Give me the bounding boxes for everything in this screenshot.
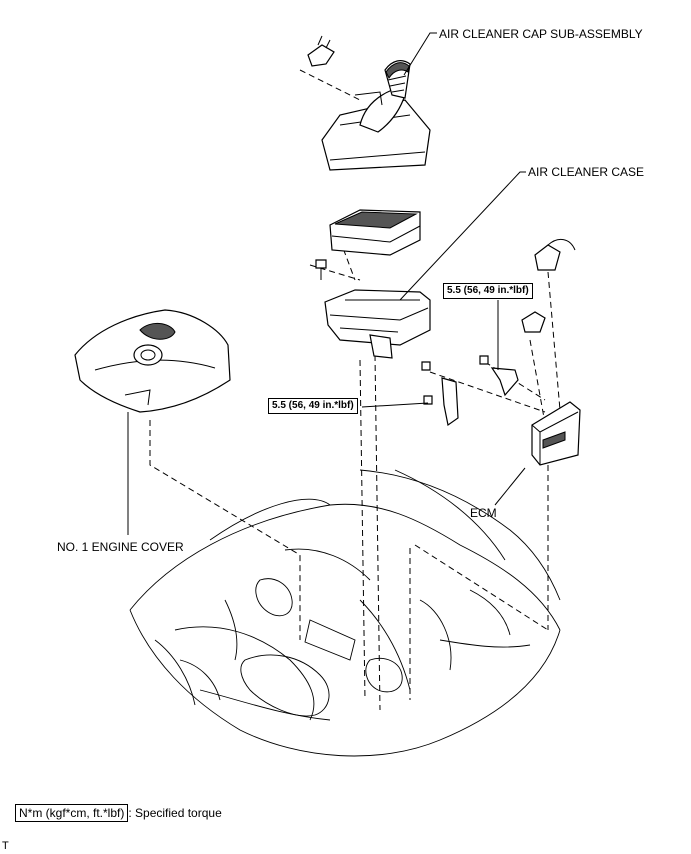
label-air-cleaner-cap: AIR CLEANER CAP SUB-ASSEMBLY bbox=[439, 27, 643, 41]
upper-bracket-part bbox=[479, 355, 519, 397]
air-filter-element-part bbox=[329, 209, 421, 256]
torque-legend: N*m (kgf*cm, ft.*lbf): Specified torque bbox=[15, 804, 222, 822]
torque-callout-ecm-bracket: 5.5 (56, 49 in.*lbf) bbox=[443, 283, 533, 299]
case-bolt-part bbox=[315, 259, 327, 280]
legend-units-box: N*m (kgf*cm, ft.*lbf) bbox=[15, 804, 129, 822]
engine-cover-part bbox=[74, 309, 231, 413]
ecm-part bbox=[531, 401, 581, 466]
label-leader-lines bbox=[127, 32, 526, 535]
air-cleaner-case-part bbox=[324, 289, 431, 359]
air-cleaner-cap-part bbox=[321, 60, 431, 171]
intake-connector-part bbox=[307, 35, 335, 67]
label-air-cleaner-case: AIR CLEANER CASE bbox=[528, 165, 645, 179]
label-engine-cover: NO. 1 ENGINE COVER bbox=[57, 540, 184, 554]
label-ecm: ECM bbox=[470, 506, 497, 520]
engine-compartment bbox=[129, 469, 561, 757]
corner-mark: T bbox=[2, 840, 9, 852]
ecm-bracket-part bbox=[421, 361, 459, 427]
torque-callout-lower-bracket: 5.5 (56, 49 in.*lbf) bbox=[268, 398, 358, 414]
ecm-connector-parts bbox=[521, 238, 576, 333]
legend-description: : Specified torque bbox=[128, 806, 222, 820]
